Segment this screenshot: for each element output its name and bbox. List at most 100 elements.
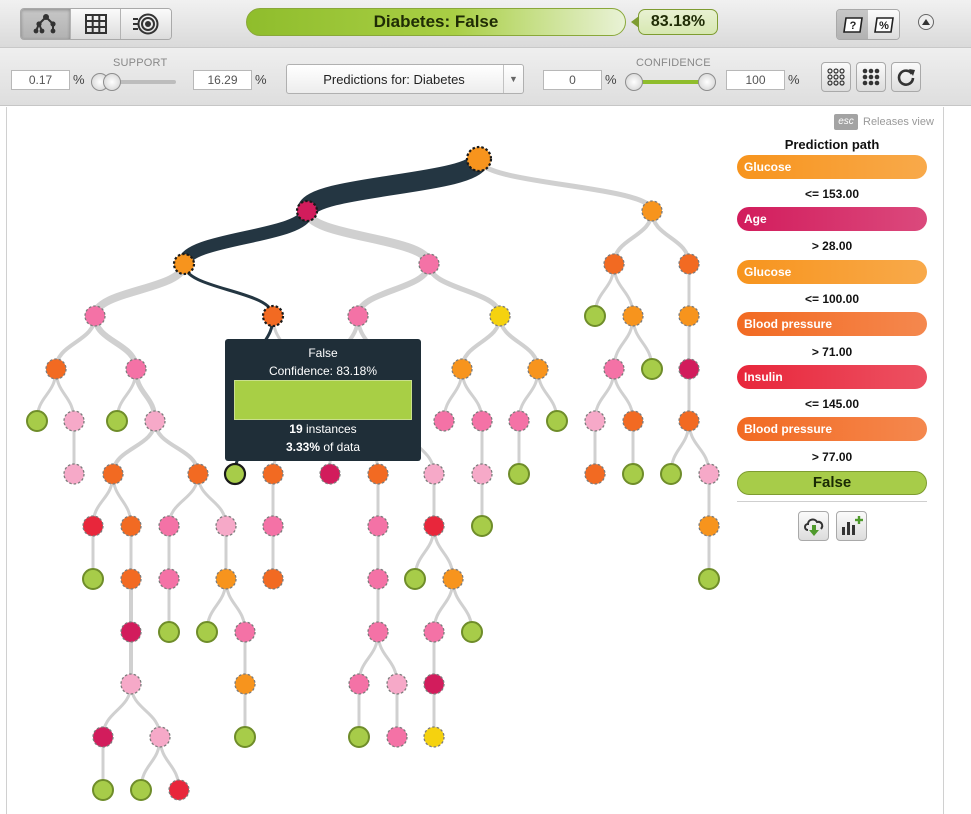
support-slider-max-handle[interactable]: [103, 73, 121, 91]
tree-split-node[interactable]: [144, 410, 166, 432]
tree-split-node[interactable]: [423, 673, 445, 695]
tree-split-node[interactable]: [215, 515, 237, 537]
tree-leaf-node[interactable]: [622, 463, 644, 485]
tree-view-button[interactable]: [21, 9, 71, 39]
tree-split-node[interactable]: [120, 515, 142, 537]
tree-split-node[interactable]: [367, 515, 389, 537]
confidence-slider-max-handle[interactable]: [698, 73, 716, 91]
tree-split-node[interactable]: [584, 410, 606, 432]
tree-leaf-node[interactable]: [106, 410, 128, 432]
tree-split-node[interactable]: [262, 568, 284, 590]
tree-split-node[interactable]: [347, 305, 369, 327]
tree-leaf-node[interactable]: [404, 568, 426, 590]
tree-root-node[interactable]: [465, 145, 493, 173]
grid-view-button[interactable]: [71, 9, 121, 39]
tree-split-node[interactable]: [187, 463, 209, 485]
tree-split-node[interactable]: [603, 358, 625, 380]
esc-key-badge[interactable]: esc: [834, 114, 858, 130]
tree-split-node[interactable]: [234, 621, 256, 643]
tree-split-node[interactable]: [120, 673, 142, 695]
tree-split-node[interactable]: [386, 726, 408, 748]
tree-split-node[interactable]: [584, 463, 606, 485]
tree-split-node[interactable]: [319, 463, 341, 485]
tree-leaf-node[interactable]: [196, 621, 218, 643]
tree-split-node[interactable]: [120, 621, 142, 643]
tree-split-node[interactable]: [678, 410, 700, 432]
tree-split-node[interactable]: [295, 199, 319, 223]
tree-split-node[interactable]: [234, 673, 256, 695]
tree-split-node[interactable]: [641, 200, 663, 222]
tree-leaf-node[interactable]: [234, 726, 256, 748]
tree-leaf-node[interactable]: [471, 515, 493, 537]
tree-split-node[interactable]: [262, 463, 284, 485]
support-slider-track[interactable]: [96, 80, 176, 84]
tree-split-node[interactable]: [471, 410, 493, 432]
tree-leaf-node[interactable]: [584, 305, 606, 327]
tree-split-node[interactable]: [442, 568, 464, 590]
tree-split-node[interactable]: [168, 779, 190, 801]
tree-split-node[interactable]: [348, 673, 370, 695]
tree-split-node[interactable]: [158, 515, 180, 537]
tree-split-node[interactable]: [82, 515, 104, 537]
tree-leaf-node[interactable]: [82, 568, 104, 590]
tree-split-node[interactable]: [261, 304, 285, 328]
tree-split-node[interactable]: [423, 621, 445, 643]
tree-split-node[interactable]: [527, 358, 549, 380]
tree-leaf-node[interactable]: [698, 568, 720, 590]
confidence-max-input[interactable]: 100: [726, 70, 785, 90]
tree-split-node[interactable]: [45, 358, 67, 380]
support-max-input[interactable]: 16.29: [193, 70, 252, 90]
predictions-select[interactable]: Predictions for: Diabetes ▼: [286, 64, 524, 94]
tree-leaf-node[interactable]: [158, 621, 180, 643]
sunburst-view-button[interactable]: [121, 9, 171, 39]
tree-split-node[interactable]: [125, 358, 147, 380]
tree-split-node[interactable]: [433, 410, 455, 432]
tree-split-node[interactable]: [678, 358, 700, 380]
tree-split-node[interactable]: [63, 410, 85, 432]
tree-split-node[interactable]: [678, 305, 700, 327]
tree-split-node[interactable]: [215, 568, 237, 590]
tree-split-node[interactable]: [386, 673, 408, 695]
tree-leaf-node[interactable]: [130, 779, 152, 801]
tree-split-node[interactable]: [158, 568, 180, 590]
tree-split-node[interactable]: [418, 253, 440, 275]
tree-split-node[interactable]: [63, 463, 85, 485]
reset-button[interactable]: [891, 62, 921, 92]
tree-split-node[interactable]: [622, 410, 644, 432]
tree-split-node[interactable]: [423, 463, 445, 485]
tree-leaf-node[interactable]: [92, 779, 114, 801]
tree-leaf-node[interactable]: [641, 358, 663, 380]
confidence-slider-min-handle[interactable]: [625, 73, 643, 91]
tree-split-node[interactable]: [698, 463, 720, 485]
tree-split-node[interactable]: [451, 358, 473, 380]
percent-format-button[interactable]: %: [868, 10, 899, 39]
evaluate-model-button[interactable]: [836, 511, 867, 541]
tree-split-node[interactable]: [622, 305, 644, 327]
tree-split-node[interactable]: [489, 305, 511, 327]
tree-split-node[interactable]: [367, 621, 389, 643]
tree-split-node[interactable]: [367, 568, 389, 590]
collapse-toolbar-button[interactable]: [918, 14, 934, 30]
sparse-dots-button[interactable]: [821, 62, 851, 92]
tree-leaf-node[interactable]: [461, 621, 483, 643]
question-format-button[interactable]: ?: [837, 10, 868, 39]
tree-split-node[interactable]: [508, 410, 530, 432]
tree-split-node[interactable]: [423, 515, 445, 537]
tree-leaf-node[interactable]: [546, 410, 568, 432]
dense-dots-button[interactable]: [856, 62, 886, 92]
tree-split-node[interactable]: [423, 726, 445, 748]
tree-split-node[interactable]: [149, 726, 171, 748]
tree-split-node[interactable]: [678, 253, 700, 275]
confidence-slider-track[interactable]: [630, 80, 712, 84]
tree-split-node[interactable]: [92, 726, 114, 748]
tree-split-node[interactable]: [120, 568, 142, 590]
support-min-input[interactable]: 0.17: [11, 70, 70, 90]
tree-split-node[interactable]: [367, 463, 389, 485]
tree-split-node[interactable]: [172, 252, 196, 276]
tree-split-node[interactable]: [262, 515, 284, 537]
tree-leaf-node[interactable]: [223, 462, 247, 486]
download-model-button[interactable]: [798, 511, 829, 541]
tree-leaf-node[interactable]: [26, 410, 48, 432]
tree-split-node[interactable]: [471, 463, 493, 485]
confidence-min-input[interactable]: 0: [543, 70, 602, 90]
